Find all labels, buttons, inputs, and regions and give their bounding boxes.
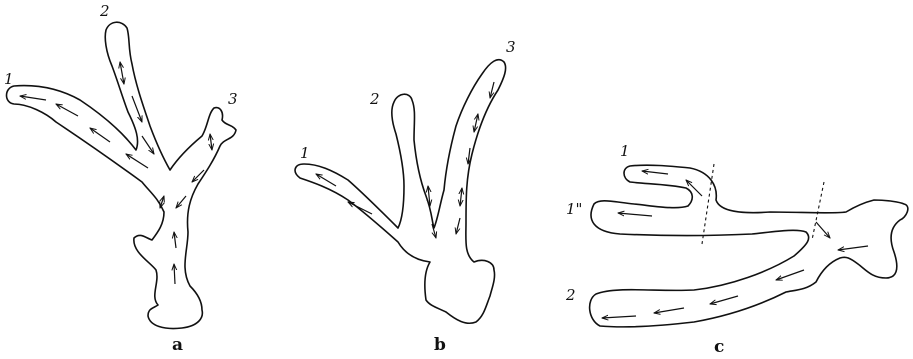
flow-arrow xyxy=(602,316,636,318)
branch-label-3: 3 xyxy=(228,90,238,108)
panel-label-b: b xyxy=(434,335,446,355)
branch-label-2: 2 xyxy=(99,2,110,20)
flow-arrow xyxy=(160,196,164,208)
flow-arrow xyxy=(460,188,462,206)
branch-label-2: 2 xyxy=(369,90,380,108)
branch-label-1: 1 xyxy=(300,144,310,162)
panel-label-a: a xyxy=(172,335,183,355)
cut-line xyxy=(812,182,824,240)
flow-arrow xyxy=(618,213,652,216)
flow-arrow xyxy=(210,134,212,150)
flow-arrow xyxy=(192,170,204,182)
flow-arrow xyxy=(56,104,78,116)
flow-arrow xyxy=(142,136,154,154)
flow-arrow xyxy=(838,246,868,250)
flow-arrow xyxy=(490,82,494,98)
flow-arrow xyxy=(132,96,142,122)
branch-label-3: 3 xyxy=(506,38,516,56)
flow-arrow xyxy=(816,222,830,238)
flow-arrow xyxy=(686,180,702,196)
branch-label-2: 2 xyxy=(565,286,576,304)
flow-arrow xyxy=(474,114,478,132)
panel-label-c: c xyxy=(714,337,724,357)
flow-arrow xyxy=(126,154,148,168)
flow-arrow xyxy=(174,264,175,284)
panel-c: 1 1" 2 c xyxy=(565,142,908,357)
flow-arrow xyxy=(654,308,684,313)
panel-b: 1 2 3 b xyxy=(295,38,515,355)
flow-arrow xyxy=(120,62,124,84)
flow-arrow xyxy=(348,202,372,214)
flow-arrow xyxy=(20,96,46,100)
panel-c-flow-arrows xyxy=(602,171,868,318)
flow-arrow xyxy=(776,270,804,280)
branch-label-1-double-prime: 1" xyxy=(566,200,582,218)
flow-arrow xyxy=(176,196,186,208)
flow-arrow xyxy=(710,296,738,304)
flow-arrow xyxy=(174,232,176,248)
flow-arrow xyxy=(456,218,460,234)
branch-label-1: 1 xyxy=(620,142,630,160)
panel-c-outline xyxy=(590,165,908,327)
panel-b-flow-arrows xyxy=(316,82,494,238)
panel-b-outline xyxy=(295,60,506,324)
panel-a-flow-arrows xyxy=(20,62,212,284)
flow-arrow xyxy=(642,171,668,174)
panel-a: 1 2 3 a xyxy=(4,2,238,355)
flow-arrow xyxy=(90,128,110,142)
branch-label-1: 1 xyxy=(4,70,14,88)
